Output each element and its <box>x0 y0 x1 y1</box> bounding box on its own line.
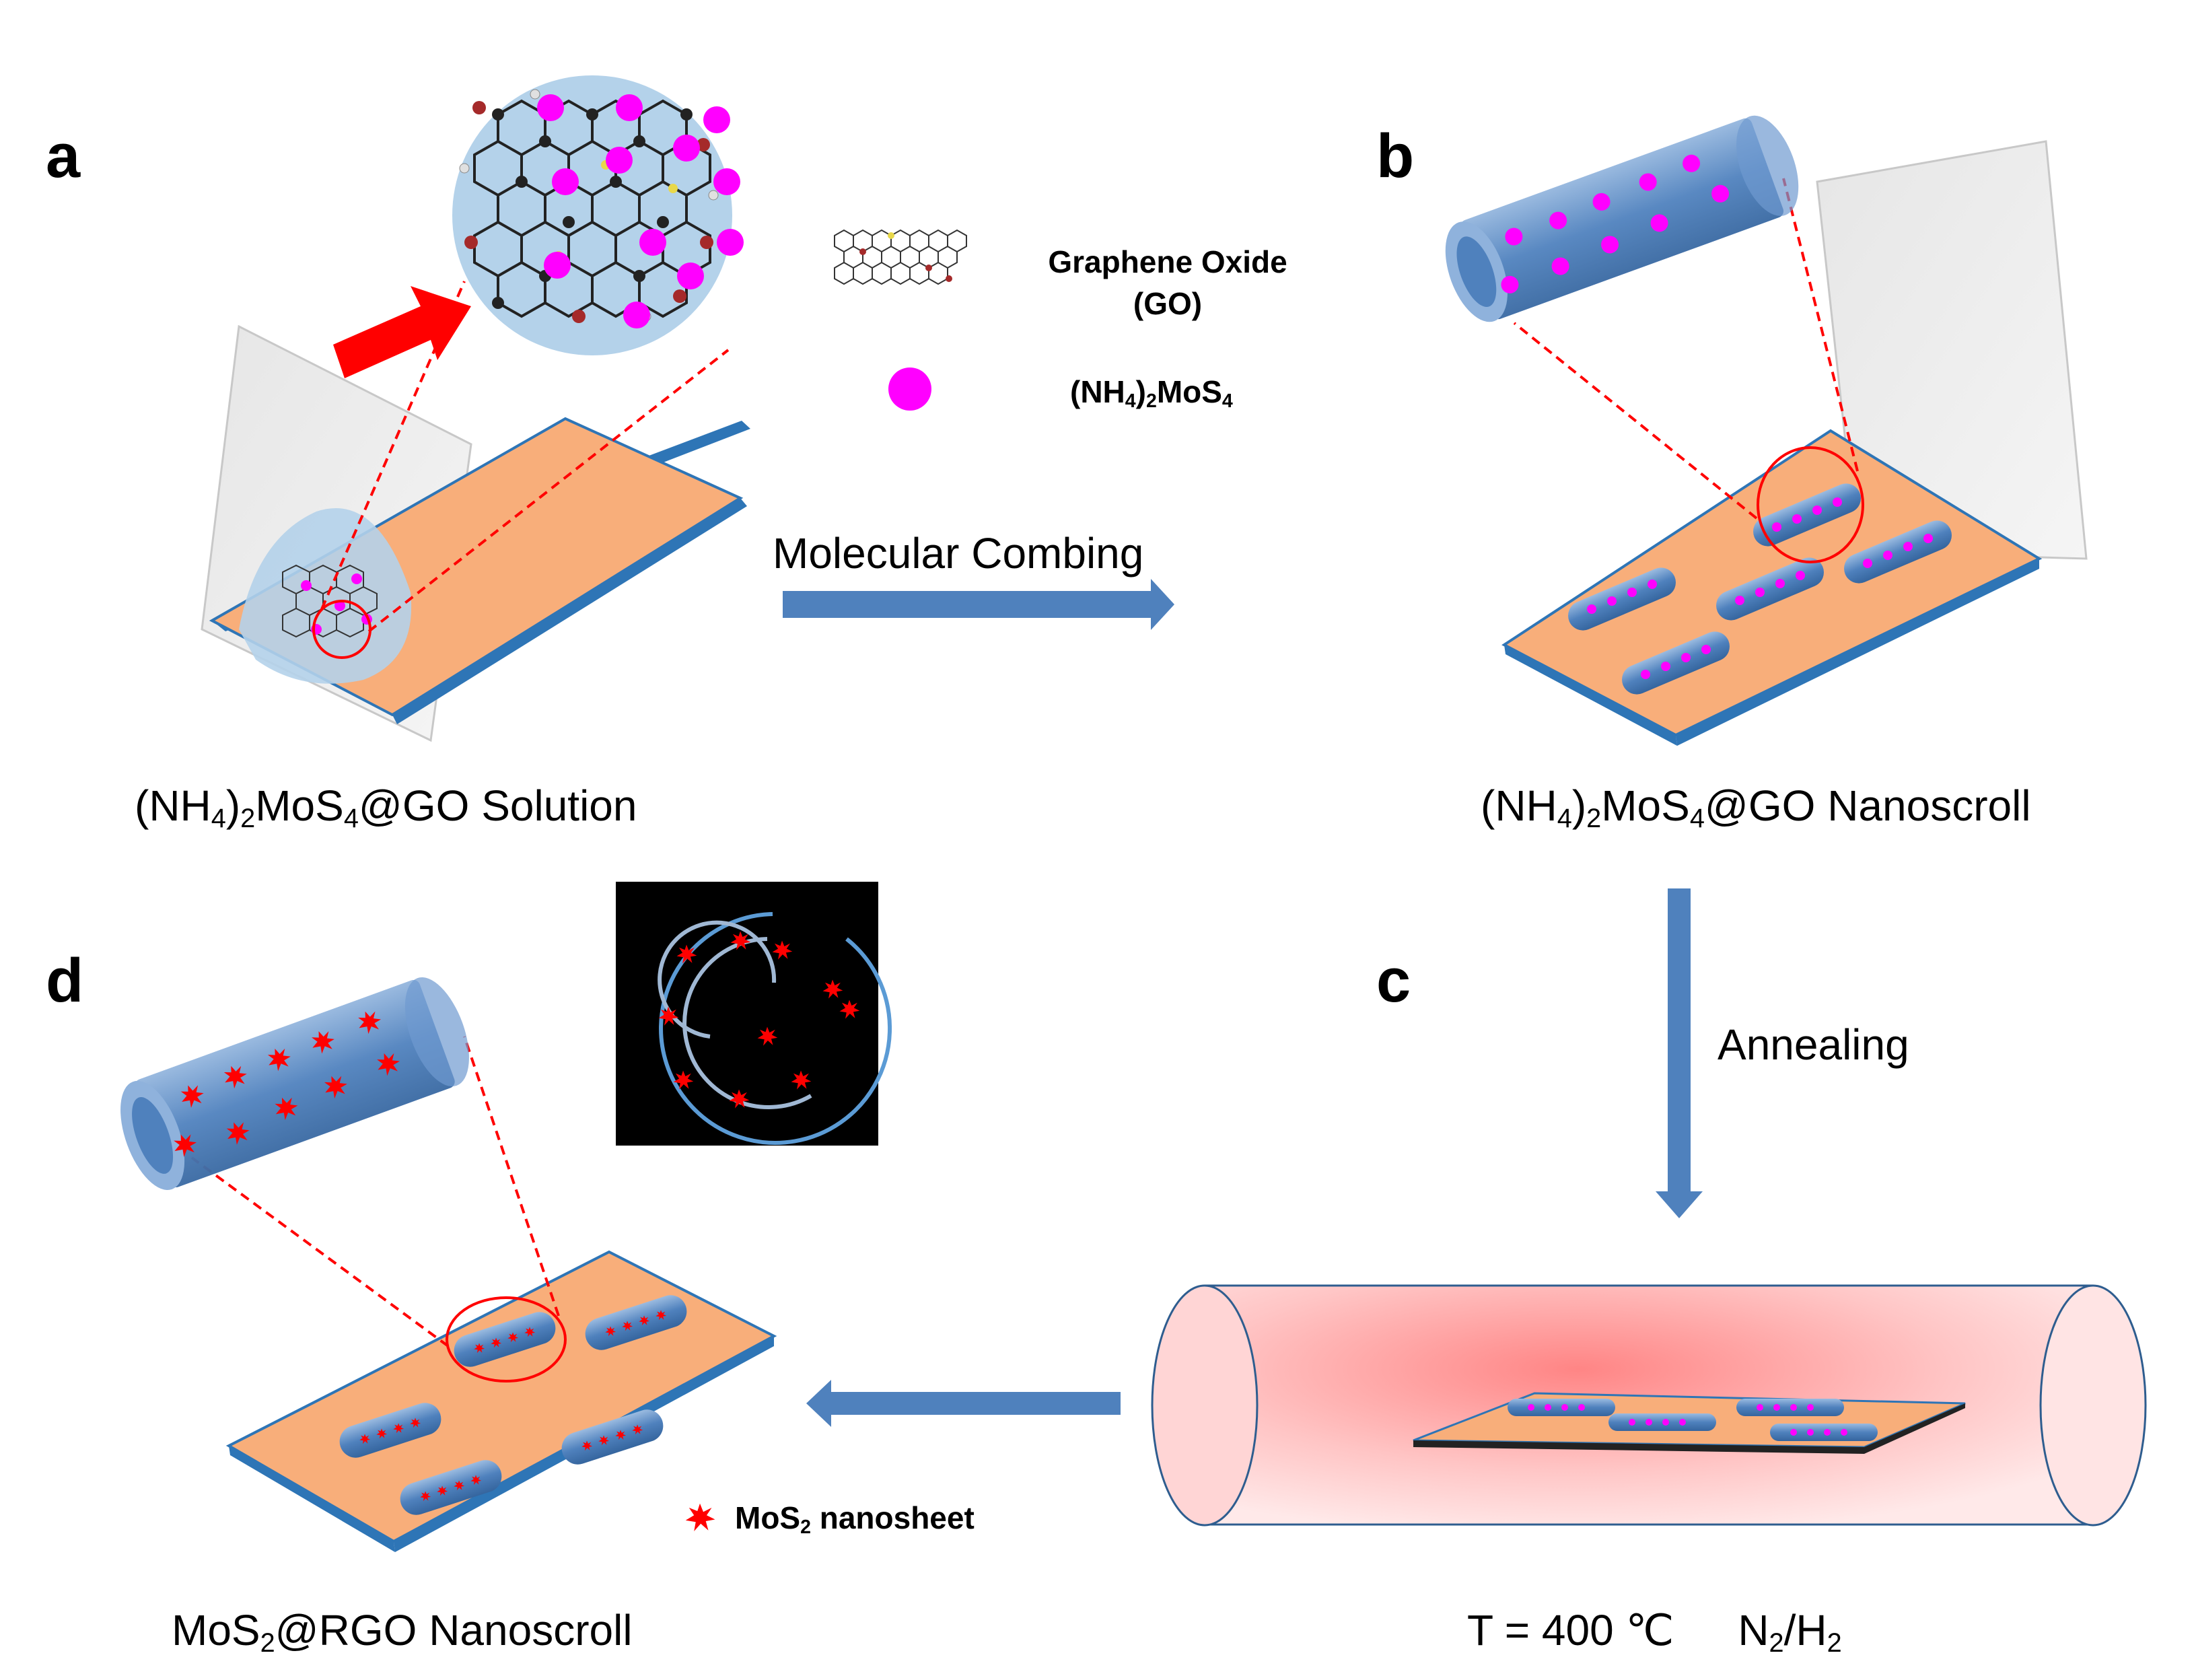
substrate-d-left-edge <box>229 1446 395 1552</box>
caption-d-pre: MoS <box>172 1606 260 1654</box>
zoom-line-d2 <box>463 1036 560 1317</box>
caption-b-mid: ) <box>1571 781 1587 830</box>
legend-graphene-oxide: Graphene Oxide (GO) <box>1026 244 1309 322</box>
caption-c-temp: T = 400 ℃ <box>1467 1606 1674 1654</box>
panel-a-graphic <box>201 75 750 742</box>
nanoscroll-zoom-d <box>120 977 469 1190</box>
scroll-cross-section-inset <box>616 882 878 1146</box>
panel-b-graphic <box>1445 115 2088 746</box>
substrate-b-front-edge <box>1676 559 2039 746</box>
legend-mos2-nanosheet: MoS2 nanosheet <box>735 1500 975 1539</box>
glass-plate-b <box>1816 140 2088 560</box>
mini-scrolls-d <box>339 1295 687 1515</box>
caption-d: MoS2@RGO Nanoscroll <box>172 1605 633 1658</box>
combing-arrow <box>783 579 1174 630</box>
panel-label-a: a <box>46 122 81 190</box>
caption-b-sub1: 4 <box>1557 803 1572 833</box>
furnace-right-end <box>2039 1284 2147 1527</box>
red-arrow-a <box>333 286 471 378</box>
step-annealing: Annealing <box>1718 1020 1909 1069</box>
caption-a-sub3: 4 <box>343 803 359 833</box>
caption-a: (NH4)2MoS4@GO Solution <box>135 781 637 833</box>
legend-nanosheet-pre: MoS <box>735 1500 801 1535</box>
panel-label-d: d <box>46 946 84 1015</box>
caption-b-pre: (NH <box>1481 781 1557 830</box>
caption-d-sub: 2 <box>260 1628 275 1658</box>
legend-precursor-sub1: 4 <box>1125 390 1136 413</box>
annealing-arrow <box>1656 888 1703 1218</box>
caption-c-slash-h: /H <box>1783 1606 1827 1654</box>
zoom-line-d1 <box>190 1156 450 1348</box>
precursor-dots-mini <box>301 573 372 635</box>
caption-b-mos: MoS <box>1601 781 1690 830</box>
caption-c-sub2: 2 <box>1827 1628 1842 1658</box>
substrate-a-front-edge <box>392 498 747 724</box>
caption-a-mid: ) <box>225 781 241 830</box>
legend-precursor-mid: ) <box>1135 374 1146 409</box>
step-molecular-combing: Molecular Combing <box>773 529 1144 578</box>
mos2-legend-star <box>685 1503 715 1531</box>
legend-precursor: (NH4)2MoS4 <box>1070 374 1233 413</box>
caption-d-post: @RGO Nanoscroll <box>275 1606 633 1654</box>
zoom-circle-d <box>446 1296 567 1382</box>
legend-nanosheet-sub: 2 <box>800 1516 811 1539</box>
zoom-line-b1 <box>1513 322 1758 520</box>
zoom-circle-b <box>1757 446 1864 563</box>
caption-b-post: @GO Nanoscroll <box>1704 781 2031 830</box>
mini-scrolls-c <box>1508 1399 1878 1441</box>
panel-d-graphic <box>120 882 892 1552</box>
caption-b-sub2: 2 <box>1586 803 1602 833</box>
caption-b: (NH4)2MoS4@GO Nanoscroll <box>1481 781 2031 833</box>
mini-scrolls-b <box>1568 483 1952 695</box>
caption-c-n: N <box>1738 1606 1769 1654</box>
caption-b-sub3: 4 <box>1689 803 1705 833</box>
legend-precursor-mos: MoS <box>1156 374 1222 409</box>
panel-label-c: c <box>1376 946 1411 1015</box>
caption-a-post: @GO Solution <box>358 781 637 830</box>
precursor-dots-bubble <box>537 94 744 328</box>
precursor-legend-dot <box>888 368 931 411</box>
substrate-b-left-edge <box>1504 645 1677 746</box>
caption-c-sub1: 2 <box>1769 1628 1784 1658</box>
cooling-arrow <box>806 1380 1121 1427</box>
legend-go-line1: Graphene Oxide <box>1048 244 1287 279</box>
caption-a-pre: (NH <box>135 781 211 830</box>
legend-precursor-pre: (NH <box>1070 374 1125 409</box>
panel-label-b: b <box>1376 122 1415 190</box>
caption-a-sub2: 2 <box>240 803 256 833</box>
caption-a-mos: MoS <box>255 781 344 830</box>
legend-nanosheet-post: nanosheet <box>810 1500 975 1535</box>
furnace-left-end <box>1151 1284 1259 1527</box>
legend-go-line2: (GO) <box>1133 286 1203 321</box>
legend-precursor-sub3: 4 <box>1222 390 1233 413</box>
go-sheet-legend-icon <box>834 229 967 285</box>
caption-a-sub1: 4 <box>211 803 226 833</box>
panel-c-graphic <box>1151 1284 2147 1527</box>
legend-precursor-sub2: 2 <box>1145 390 1157 413</box>
zoom-line-b2 <box>1782 178 1859 472</box>
nanoscroll-zoom-b <box>1445 115 1799 322</box>
zoom-line-a2 <box>367 349 730 633</box>
